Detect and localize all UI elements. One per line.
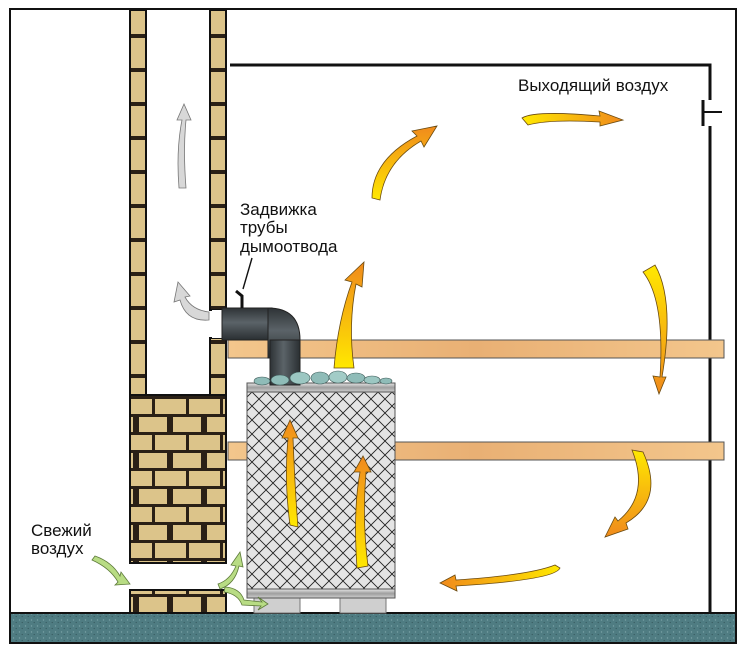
damper-handle [235,257,253,308]
warm-air-arrows [281,110,668,592]
label-fresh-air-line2: воздух [31,539,84,558]
floor [9,612,737,644]
label-fresh-air-line1: Свежий [31,521,92,540]
arrow-under-shelf [604,449,652,538]
arrow-pipe-outlet [173,281,210,321]
arrow-above-stove [333,260,365,369]
label-damper-line1: Задвижка [240,200,317,219]
arrow-diagonal-up [371,125,438,201]
arrow-fresh-up [217,550,244,590]
exhaust-vent [701,100,722,126]
arrow-chimney-up [176,103,192,189]
label-damper-line2: трубы [240,218,288,237]
arrow-wall-down [642,264,668,396]
fresh-air-arrows [91,550,269,611]
stones [253,370,393,386]
arrow-fresh-right [223,586,269,611]
arrow-fresh-inlet [91,555,131,586]
label-outgoing-air: Выходящий воздух [518,76,669,95]
arrow-ceiling [521,110,625,127]
upper-shelf [227,339,725,359]
arrow-floor [439,564,561,592]
chimney [129,9,227,614]
arrow-stove-left [281,419,299,528]
chimney-smoke-arrows [173,103,210,321]
stove [246,382,396,599]
arrow-stove-right [353,455,372,569]
label-damper-line3: дымоотвода [240,237,338,256]
